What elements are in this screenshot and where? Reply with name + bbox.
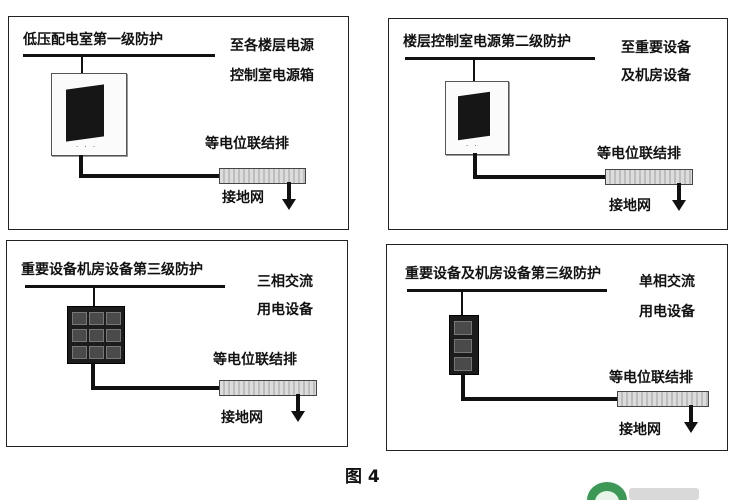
ground-wire-horizontal	[79, 174, 219, 178]
destination-label-2: 及机房设备	[621, 68, 691, 84]
panel-level-1: 低压配电室第一级防护 · · · 至各楼层电源 控制室电源箱 等电位联结排 接地…	[8, 16, 349, 230]
destination-label-1: 至重要设备	[621, 40, 691, 56]
cabinet-door	[66, 84, 104, 142]
power-bus-line	[23, 54, 215, 57]
panel-level-3-three-phase: 重要设备机房设备第三级防护 三相交流 用电设备 等电位联结排 接地网	[6, 240, 348, 447]
feed-wire	[81, 54, 83, 74]
distribution-cabinet-icon: · ·	[445, 81, 509, 155]
ground-wire-horizontal	[461, 397, 617, 401]
panel-level-3-single-phase: 重要设备及机房设备第三级防护 单相交流 用电设备 等电位联结排 接地网	[386, 244, 728, 451]
cabinet-door	[458, 91, 490, 141]
ground-grid-label: 接地网	[609, 198, 651, 214]
equipotential-bar-label: 等电位联结排	[205, 136, 289, 152]
destination-label-1: 至各楼层电源	[230, 38, 314, 54]
panel-title: 重要设备及机房设备第三级防护	[405, 266, 601, 282]
ground-grid-label: 接地网	[619, 422, 661, 438]
ground-wire-vertical	[79, 155, 83, 178]
equipotential-bar	[605, 169, 693, 185]
destination-label-1: 单相交流	[639, 274, 695, 290]
power-bus-line	[25, 285, 225, 288]
ground-grid-label: 接地网	[221, 410, 263, 426]
ground-wire-vertical	[91, 362, 95, 390]
watermark-logo	[587, 482, 699, 500]
power-bus-line	[407, 289, 607, 292]
cabinet-indicator: · · ·	[76, 143, 98, 151]
destination-label-1: 三相交流	[257, 274, 313, 290]
ground-grid-label: 接地网	[222, 190, 264, 206]
destination-label-2: 用电设备	[257, 302, 313, 318]
equipotential-bar	[219, 380, 317, 396]
equipotential-bar-label: 等电位联结排	[213, 352, 297, 368]
equipotential-bar	[617, 391, 709, 407]
feed-wire	[461, 289, 463, 315]
ground-arrow-icon	[672, 183, 686, 211]
figure-caption: 图 4	[345, 467, 380, 487]
panel-title: 低压配电室第一级防护	[23, 32, 163, 48]
distribution-cabinet-icon: · · ·	[51, 73, 127, 156]
ground-wire-vertical	[461, 373, 465, 401]
power-bus-line	[405, 57, 595, 60]
feed-wire	[473, 57, 475, 81]
ground-wire-horizontal	[473, 175, 605, 179]
ground-arrow-icon	[282, 182, 296, 210]
equipotential-bar-label: 等电位联结排	[609, 370, 693, 386]
destination-label-2: 用电设备	[639, 304, 695, 320]
ground-arrow-icon	[291, 394, 305, 422]
cabinet-indicator: · ·	[466, 142, 479, 150]
ground-wire-horizontal	[91, 386, 219, 390]
panel-title: 重要设备机房设备第三级防护	[21, 262, 203, 278]
surge-protector-icon	[67, 306, 125, 364]
surge-protector-icon	[449, 315, 479, 375]
destination-label-2: 控制室电源箱	[230, 68, 314, 84]
equipotential-bar	[219, 168, 306, 184]
feed-wire	[93, 285, 95, 306]
equipotential-bar-label: 等电位联结排	[597, 146, 681, 162]
ground-wire-vertical	[473, 153, 477, 179]
ground-arrow-icon	[684, 405, 698, 433]
panel-title: 楼层控制室电源第二级防护	[403, 34, 571, 50]
panel-level-2: 楼层控制室电源第二级防护 · · 至重要设备 及机房设备 等电位联结排 接地网	[388, 18, 728, 230]
